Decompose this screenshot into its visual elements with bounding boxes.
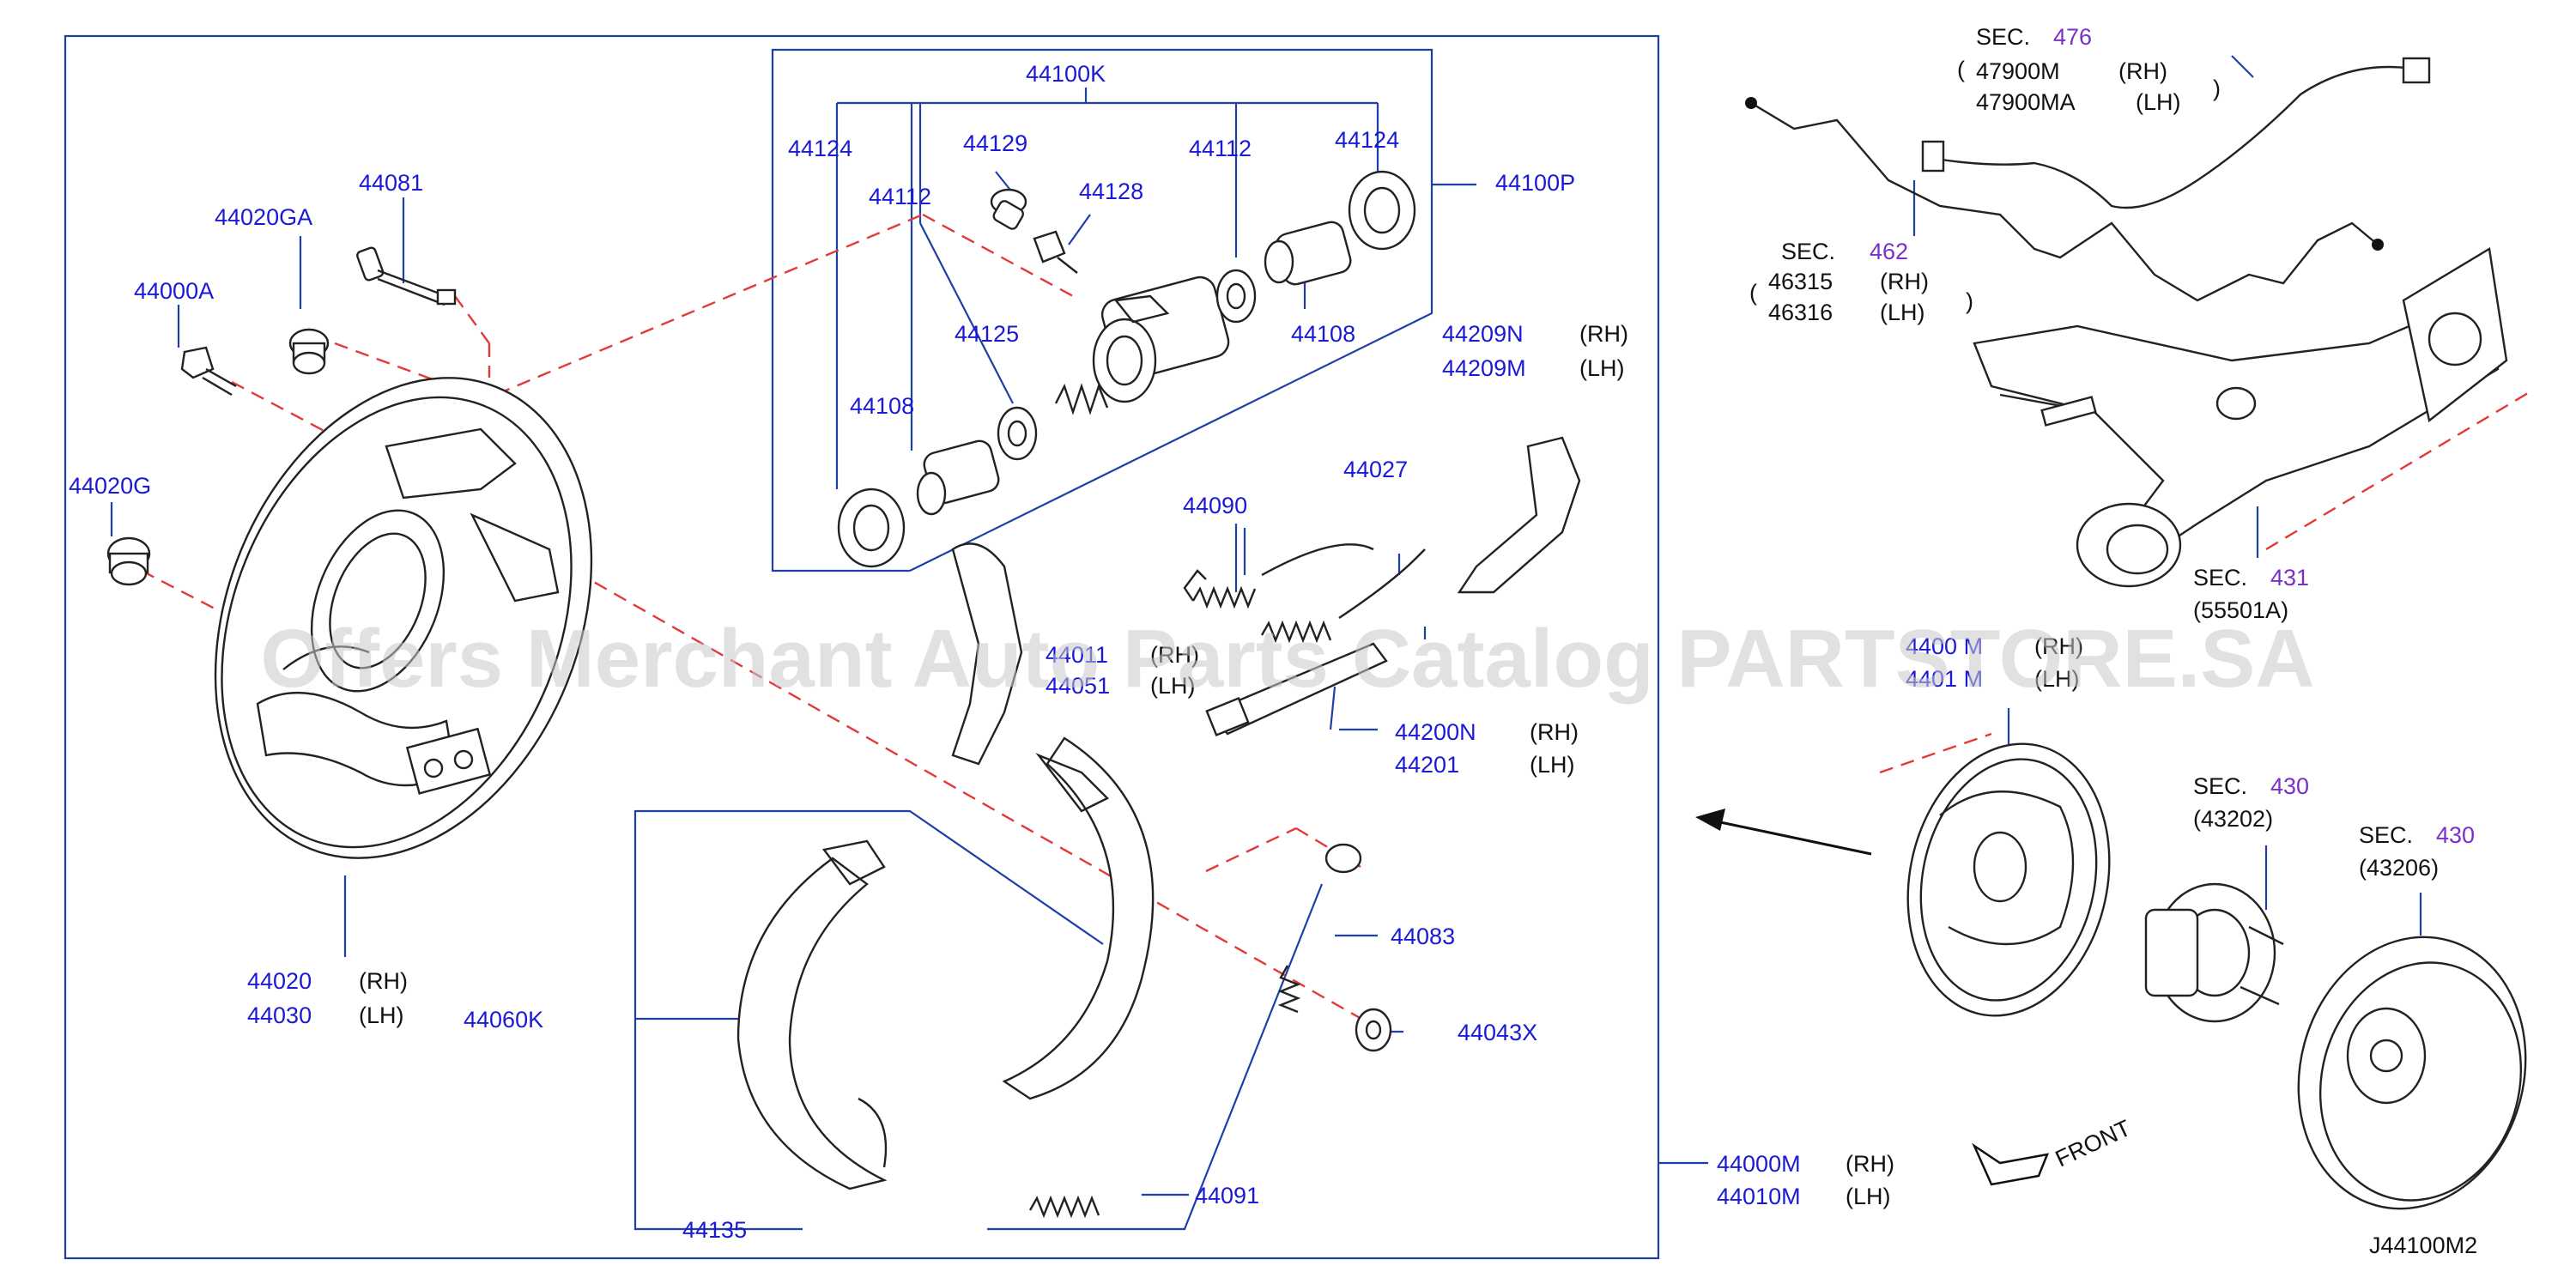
label-47900MA: 47900MA [1976, 89, 2076, 115]
label-44000M: 44000M [1717, 1151, 1801, 1177]
label-43202: (43202) [2193, 806, 2273, 832]
label-46316-side: (LH) [1880, 300, 1925, 325]
label-44124-left: 44124 [788, 136, 852, 161]
label-4400M: 4400 M [1906, 633, 1983, 659]
label-44200N-side: (RH) [1530, 719, 1579, 745]
sec-431-word: SEC. [2193, 565, 2247, 591]
label-44027: 44027 [1343, 457, 1408, 482]
label-44081: 44081 [359, 170, 423, 196]
label-44091: 44091 [1195, 1183, 1259, 1208]
brake-assembly-drawing [1695, 742, 2527, 1210]
left-hardware-drawings [106, 246, 457, 586]
label-44051: 44051 [1046, 673, 1110, 699]
label-44124-right: 44124 [1335, 127, 1399, 153]
label-44011-side: (RH) [1150, 642, 1199, 668]
svg-text:): ) [1966, 288, 1973, 314]
section-labels: SEC. 476 ( 47900M (RH) 47900MA (LH) ) SE… [1749, 24, 2475, 881]
label-44201: 44201 [1395, 752, 1459, 778]
label-44030: 44030 [247, 1002, 312, 1028]
part-labels: 44100K 44124 44124 44112 44112 44129 441… [69, 61, 2083, 1243]
label-44010M-side: (LH) [1846, 1184, 1891, 1209]
cylinder-subbox [771, 48, 1433, 572]
front-label: FRONT [2052, 1115, 2135, 1172]
label-44011: 44011 [1046, 642, 1108, 668]
sec-476-word: SEC. [1976, 24, 2030, 50]
label-44209N: 44209N [1442, 321, 1524, 347]
label-44100K: 44100K [1026, 61, 1106, 87]
label-44090: 44090 [1183, 493, 1247, 518]
sec-431-number: 431 [2270, 565, 2309, 591]
shoe-spring-drawings [736, 436, 1581, 1219]
wheel-cylinder-drawings [837, 170, 1416, 568]
sec-430-number-b: 430 [2436, 822, 2475, 848]
label-44083: 44083 [1391, 924, 1455, 949]
label-55501A: (55501A) [2193, 597, 2288, 623]
main-frame [64, 34, 1660, 1260]
label-44000M-side: (RH) [1846, 1151, 1894, 1177]
watermark: Offers Merchant Auto Parts Catalog PARTS… [260, 613, 2314, 705]
label-44135: 44135 [682, 1217, 747, 1243]
suspension-drawing [1745, 57, 2508, 588]
label-44209N-side: (RH) [1579, 321, 1628, 347]
label-44060K: 44060K [464, 1007, 543, 1033]
label-44020G: 44020G [69, 473, 151, 499]
label-4401M: 4401 M [1906, 666, 1983, 692]
sec-430-word-b: SEC. [2359, 822, 2413, 848]
label-47900M: 47900M [1976, 58, 2060, 84]
label-44112-left: 44112 [869, 184, 931, 209]
label-44108-right: 44108 [1291, 321, 1355, 347]
label-46315-side: (RH) [1880, 269, 1929, 294]
label-46315: 46315 [1768, 269, 1833, 294]
label-44020GA: 44020GA [215, 204, 312, 230]
label-44020: 44020 [247, 968, 312, 994]
label-46316: 46316 [1768, 300, 1833, 325]
label-44030-side: (LH) [359, 1002, 404, 1028]
sec-476-number: 476 [2053, 24, 2092, 50]
label-44112-right: 44112 [1189, 136, 1252, 161]
label-44201-side: (LH) [1530, 752, 1575, 778]
sec-462-number: 462 [1870, 239, 1908, 264]
label-4400M-side: (RH) [2034, 633, 2083, 659]
label-43206: (43206) [2359, 855, 2439, 881]
svg-text:): ) [2213, 76, 2221, 101]
label-44108-left: 44108 [850, 393, 914, 419]
label-4401M-side: (LH) [2034, 666, 2080, 692]
label-44051-side: (LH) [1150, 673, 1196, 699]
backing-plate-drawing [214, 377, 593, 859]
label-47900M-side: (RH) [2118, 58, 2167, 84]
svg-text:(: ( [1749, 280, 1757, 306]
label-47900MA-side: (LH) [2136, 89, 2181, 115]
label-44209M: 44209M [1442, 355, 1526, 381]
label-44125: 44125 [955, 321, 1019, 347]
label-44043X: 44043X [1458, 1020, 1537, 1045]
label-44128: 44128 [1079, 179, 1143, 204]
label-44000A: 44000A [134, 278, 214, 304]
label-44010M: 44010M [1717, 1184, 1801, 1209]
label-44100P: 44100P [1495, 170, 1575, 196]
diagram-code: J44100M2 [2369, 1233, 2477, 1258]
sec-462-word: SEC. [1781, 239, 1835, 264]
label-44129: 44129 [963, 130, 1027, 156]
sec-430-word-a: SEC. [2193, 773, 2247, 799]
label-44209M-side: (LH) [1579, 355, 1625, 381]
sec-430-number-a: 430 [2270, 773, 2309, 799]
label-44200N: 44200N [1395, 719, 1476, 745]
label-44020-side: (RH) [359, 968, 408, 994]
svg-text:(: ( [1957, 57, 1965, 82]
